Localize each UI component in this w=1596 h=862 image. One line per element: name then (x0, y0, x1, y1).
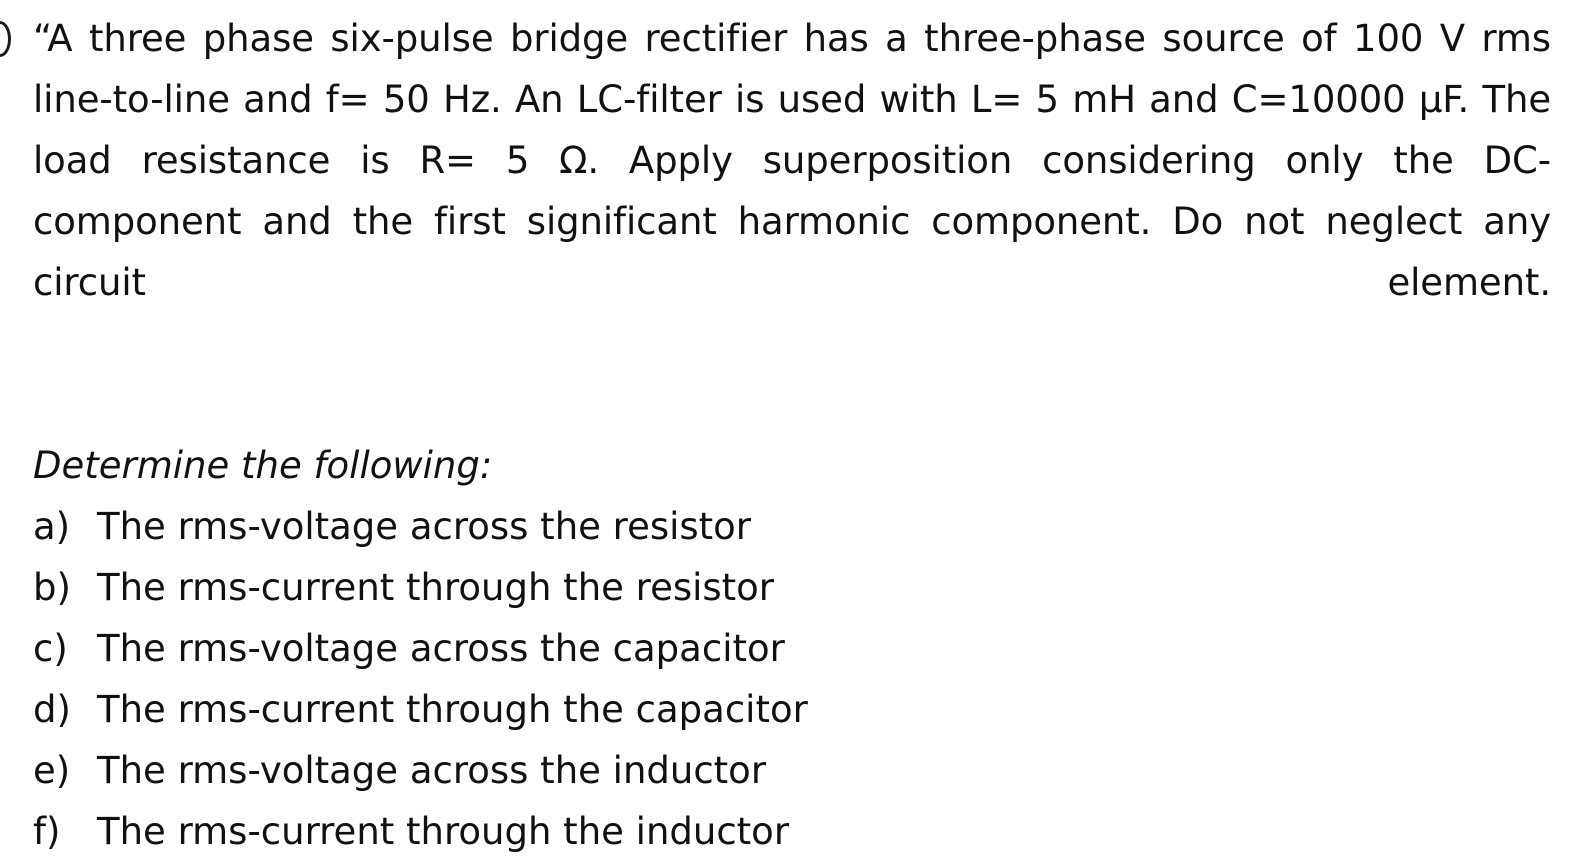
list-item-label: The rms-voltage across the resistor (97, 505, 752, 548)
list-item-label: The rms-current through the capacitor (97, 688, 808, 731)
list-item: d) The rms-current through the capacitor (33, 679, 1551, 740)
list-item-label: The rms-current through the resistor (97, 566, 775, 609)
instruction-heading: Determine the following: (33, 444, 493, 487)
list-item: c) The rms-voltage across the capacitor (33, 618, 1551, 679)
list-item: a) The rms-voltage across the resistor (33, 496, 1551, 557)
list-item: e) The rms-voltage across the inductor (33, 740, 1551, 801)
list-item-label: The rms-voltage across the capacitor (97, 627, 785, 670)
document-page: “A three phase six-pulse bridge rectifie… (0, 17, 1552, 853)
list-item-marker: b) (33, 566, 71, 609)
list-item: f) The rms-current through the inductor (33, 801, 1551, 862)
question-block: “A three phase six-pulse bridge rectifie… (33, 8, 1551, 862)
list-item-marker: c) (33, 627, 68, 670)
list-item-label: The rms-current through the inductor (97, 810, 790, 853)
paragraph-spacer (33, 374, 1551, 435)
list-item: b) The rms-current through the resistor (33, 557, 1551, 618)
list-item-marker: a) (33, 505, 71, 548)
list-item-marker: e) (33, 749, 71, 792)
question-list: a) The rms-voltage across the resistor b… (33, 496, 1551, 862)
list-item-marker: f) (33, 810, 61, 853)
problem-statement-paragraph: “A three phase six-pulse bridge rectifie… (33, 17, 1551, 304)
list-item-marker: d) (33, 688, 71, 731)
list-item-label: The rms-voltage across the inductor (97, 749, 767, 792)
list-bullet-icon (0, 21, 11, 57)
